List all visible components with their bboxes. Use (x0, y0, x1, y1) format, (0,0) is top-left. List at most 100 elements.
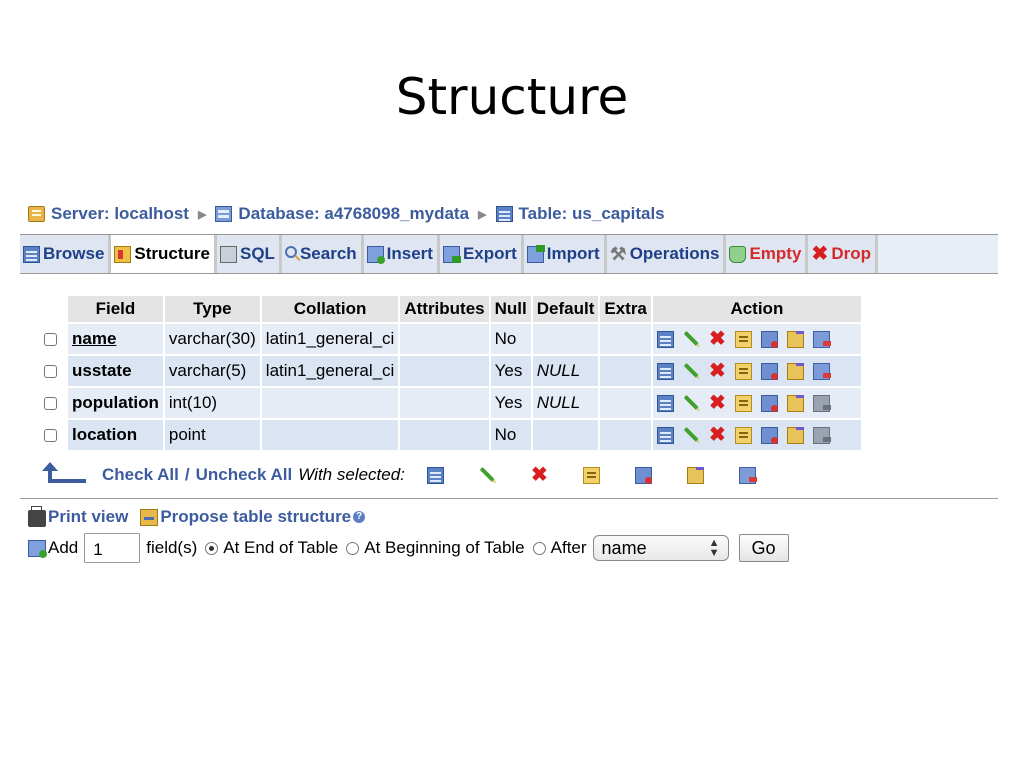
index-icon[interactable] (786, 330, 804, 348)
propose-structure-link[interactable]: Propose table structure (160, 507, 352, 526)
after-field-select[interactable]: name ▲▼ (592, 535, 729, 561)
drop-column-icon[interactable]: ✖ (709, 359, 726, 382)
tab-export[interactable]: Export (439, 235, 524, 273)
go-button[interactable]: Go (738, 534, 789, 562)
propose-structure-icon (140, 508, 159, 526)
tab-search[interactable]: Search (281, 235, 364, 273)
fulltext-disabled-icon (812, 394, 831, 412)
cell-attributes (400, 420, 489, 450)
row-checkbox[interactable] (43, 365, 57, 379)
cell-attributes (400, 356, 489, 386)
check-all-link[interactable]: Check All (102, 465, 179, 484)
tab-label: Insert (386, 244, 433, 263)
add-label: Add (48, 538, 79, 557)
row-checkbox[interactable] (43, 333, 57, 347)
tab-label: Export (462, 244, 517, 263)
tab-sql[interactable]: SQL (217, 235, 282, 273)
unique-index-icon[interactable] (760, 362, 778, 380)
fulltext-icon[interactable] (812, 362, 831, 380)
tab-label: Search (299, 244, 357, 263)
row-checkbox[interactable] (43, 429, 57, 443)
at-end-label: At End of Table (223, 538, 339, 557)
cell-collation: latin1_general_ci (261, 324, 399, 354)
browse-values-icon[interactable] (656, 426, 674, 444)
field-count-input[interactable] (84, 533, 141, 563)
breadcrumb-database[interactable]: Database: a4768098_mydata (238, 204, 470, 223)
unique-selected-icon[interactable] (634, 466, 652, 484)
table-row: name varchar(30) latin1_general_ci No ✖ (34, 324, 861, 354)
cell-type: varchar(5) (164, 356, 260, 386)
add-field-icon (28, 539, 47, 558)
edit-pencil-icon[interactable] (679, 327, 703, 351)
breadcrumb-separator-icon: ▶ (197, 208, 207, 221)
index-icon[interactable] (786, 394, 804, 412)
primary-key-icon[interactable] (734, 330, 752, 348)
structure-table: Field Type Collation Attributes Null Def… (32, 294, 863, 452)
cell-default (532, 420, 599, 450)
cell-null: No (490, 324, 531, 354)
browse-values-icon[interactable] (656, 330, 674, 348)
primary-selected-icon[interactable] (582, 466, 600, 484)
server-icon (28, 206, 45, 222)
tab-operations[interactable]: ⚒Operations (606, 235, 727, 273)
cell-type: varchar(30) (164, 324, 260, 354)
after-field-value: name (601, 537, 647, 558)
drop-column-icon[interactable]: ✖ (709, 391, 726, 414)
index-icon[interactable] (786, 426, 804, 444)
cell-type: int(10) (164, 388, 260, 418)
cell-field: population (68, 388, 163, 418)
cell-null: Yes (490, 356, 531, 386)
return-arrow-icon (42, 462, 90, 485)
tab-label: Operations (629, 244, 720, 263)
edit-pencil-icon[interactable] (679, 423, 703, 447)
drop-column-icon[interactable]: ✖ (709, 423, 726, 446)
at-beginning-radio[interactable] (346, 541, 360, 555)
tab-structure[interactable]: Structure (111, 235, 217, 273)
index-icon[interactable] (786, 362, 804, 380)
breadcrumb-table[interactable]: Table: us_capitals (518, 204, 665, 223)
tab-insert[interactable]: Insert (363, 235, 440, 273)
cell-field: name (68, 324, 163, 354)
browse-selected-icon[interactable] (426, 466, 444, 484)
drop-selected-icon[interactable]: ✖ (531, 463, 548, 486)
browse-values-icon[interactable] (656, 362, 674, 380)
search-icon (284, 246, 297, 258)
tab-import[interactable]: Import (523, 235, 607, 273)
print-icon (28, 506, 46, 527)
header-type: Type (164, 296, 260, 322)
unique-index-icon[interactable] (760, 426, 778, 444)
cell-actions: ✖ (652, 388, 861, 418)
cell-collation: latin1_general_ci (261, 356, 399, 386)
drop-column-icon[interactable]: ✖ (709, 327, 726, 350)
tab-browse[interactable]: Browse (20, 235, 112, 273)
browse-icon (23, 245, 40, 263)
primary-key-icon[interactable] (734, 394, 752, 412)
index-selected-icon[interactable] (686, 466, 704, 484)
structure-icon (114, 245, 132, 263)
fulltext-icon[interactable] (812, 330, 831, 348)
after-radio[interactable] (532, 541, 546, 555)
cell-type: point (164, 420, 260, 450)
tab-empty[interactable]: Empty (726, 235, 809, 273)
row-checkbox[interactable] (43, 397, 57, 411)
cell-null: Yes (490, 388, 531, 418)
help-icon[interactable]: ? (353, 511, 366, 523)
edit-pencil-icon[interactable] (679, 359, 703, 383)
cell-field: location (68, 420, 163, 450)
section-divider (20, 498, 998, 499)
uncheck-all-link[interactable]: Uncheck All (195, 465, 293, 484)
primary-key-icon[interactable] (734, 362, 752, 380)
at-end-radio[interactable] (205, 541, 219, 555)
primary-key-icon[interactable] (734, 426, 752, 444)
header-extra: Extra (600, 296, 651, 322)
edit-selected-icon[interactable] (475, 463, 499, 487)
browse-values-icon[interactable] (656, 394, 674, 412)
unique-index-icon[interactable] (760, 394, 778, 412)
tab-drop[interactable]: ✖Drop (808, 235, 879, 273)
print-view-link[interactable]: Print view (48, 507, 129, 526)
unique-index-icon[interactable] (760, 330, 778, 348)
edit-pencil-icon[interactable] (679, 391, 703, 415)
fulltext-selected-icon[interactable] (738, 466, 757, 484)
tab-label: Empty (749, 244, 802, 263)
breadcrumb-server[interactable]: Server: localhost (51, 204, 189, 223)
